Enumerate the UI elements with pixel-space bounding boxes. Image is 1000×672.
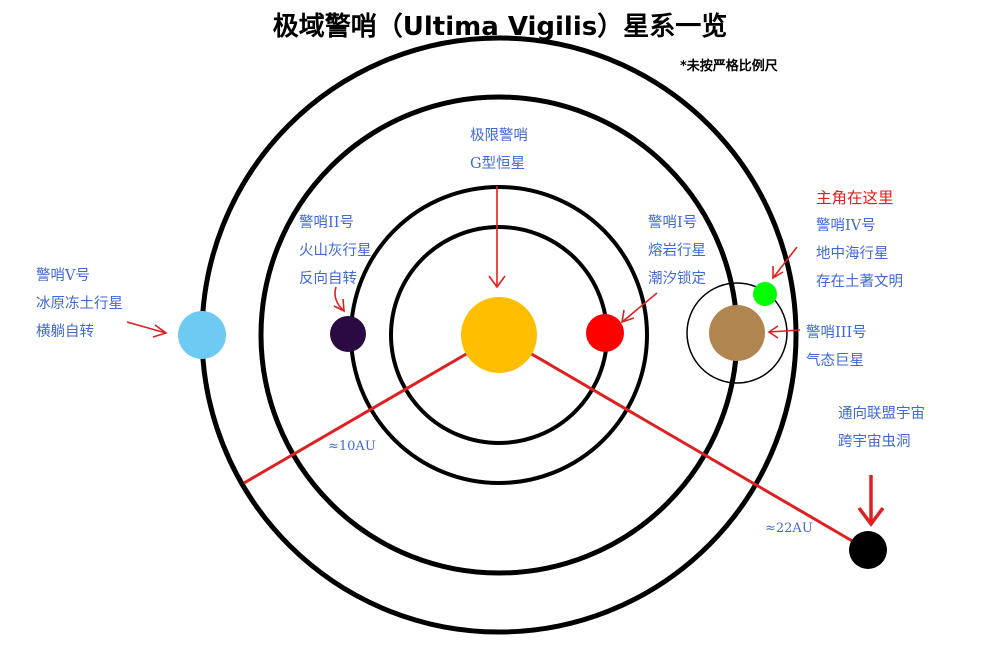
planet-4-note: 存在土著文明	[816, 274, 903, 290]
arrow-p2	[333, 286, 345, 313]
wormhole	[849, 531, 887, 569]
planet-3-name: 警哨III号	[806, 325, 867, 341]
star	[461, 297, 537, 373]
planet-1	[586, 314, 624, 352]
planet-1-type: 熔岩行星	[648, 243, 706, 259]
planet-2-type: 火山灰行星	[299, 243, 372, 259]
planet-5-note: 横躺自转	[36, 324, 94, 340]
page-title: 极域警哨（Ultima Vigilis）星系一览	[272, 12, 728, 42]
distance-label-10au: ≈10AU	[328, 439, 376, 454]
arrow-wormhole	[857, 475, 885, 527]
arrow-p3	[767, 325, 801, 339]
arrow-p4	[772, 246, 798, 280]
arrow-p1	[620, 292, 658, 324]
protagonist-marker: 主角在这里	[816, 189, 894, 207]
distance-label-22au: ≈22AU	[765, 521, 813, 536]
star-name: 极限警哨	[470, 128, 528, 144]
planet-1-name: 警哨I号	[648, 215, 698, 231]
arrow-p5	[126, 321, 168, 338]
planet-3-label: 警哨III号 气态巨星	[806, 319, 867, 375]
planet-4	[753, 282, 777, 306]
orbit-p4-moon	[686, 282, 788, 384]
pointer-arrows	[126, 186, 801, 339]
planet-5-name: 警哨V号	[36, 268, 90, 284]
planet-5	[178, 311, 226, 359]
star-type: G型恒星	[470, 156, 526, 172]
planet-4-type: 地中海行星	[816, 246, 889, 262]
planet-1-note: 潮汐锁定	[648, 271, 706, 287]
planet-2-name: 警哨II号	[299, 215, 354, 231]
planet-4-name: 警哨IV号	[816, 218, 876, 234]
star-label: 极限警哨 G型恒星	[470, 122, 528, 178]
distance-line-22au	[498, 333, 867, 551]
planet-3-type: 气态巨星	[806, 353, 864, 369]
wormhole-destination: 通向联盟宇宙	[838, 406, 925, 422]
planet-2-label: 警哨II号 火山灰行星 反向自转	[299, 209, 372, 293]
planet-4-label: 主角在这里 警哨IV号 地中海行星 存在土著文明	[816, 184, 903, 296]
planet-1-label: 警哨I号 熔岩行星 潮汐锁定	[648, 209, 706, 293]
arrow-star	[488, 186, 506, 289]
distance-line-10au	[243, 333, 500, 485]
wormhole-label: 通向联盟宇宙 跨宇宙虫洞	[838, 400, 925, 456]
planet-3	[709, 305, 765, 361]
planet-2	[330, 316, 366, 352]
wormhole-type: 跨宇宙虫洞	[838, 434, 911, 450]
planet-2-note: 反向自转	[299, 271, 357, 287]
planet-5-type: 冰原冻土行星	[36, 296, 123, 312]
planet-5-label: 警哨V号 冰原冻土行星 横躺自转	[36, 262, 123, 346]
scale-note: *未按严格比例尺	[680, 59, 778, 74]
